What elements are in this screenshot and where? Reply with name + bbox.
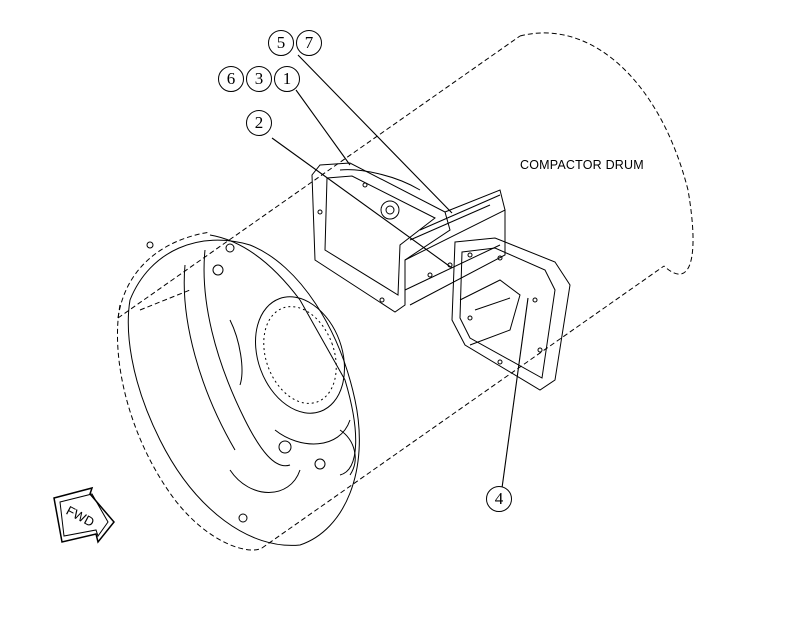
compactor-drum-label: COMPACTOR DRUM bbox=[520, 158, 644, 172]
callout-6: 6 bbox=[218, 66, 244, 92]
callout-5: 5 bbox=[268, 30, 294, 56]
callout-7: 7 bbox=[296, 30, 322, 56]
callout-3: 3 bbox=[246, 66, 272, 92]
callout-4: 4 bbox=[486, 486, 512, 512]
leader-lines bbox=[271, 54, 529, 489]
rear-panel-frame bbox=[311, 162, 451, 313]
callout-1: 1 bbox=[274, 66, 300, 92]
forward-arrow-icon: FWD bbox=[53, 486, 115, 544]
drum-end-face bbox=[127, 234, 360, 546]
front-panel-frame bbox=[451, 237, 571, 391]
callout-2: 2 bbox=[246, 110, 272, 136]
